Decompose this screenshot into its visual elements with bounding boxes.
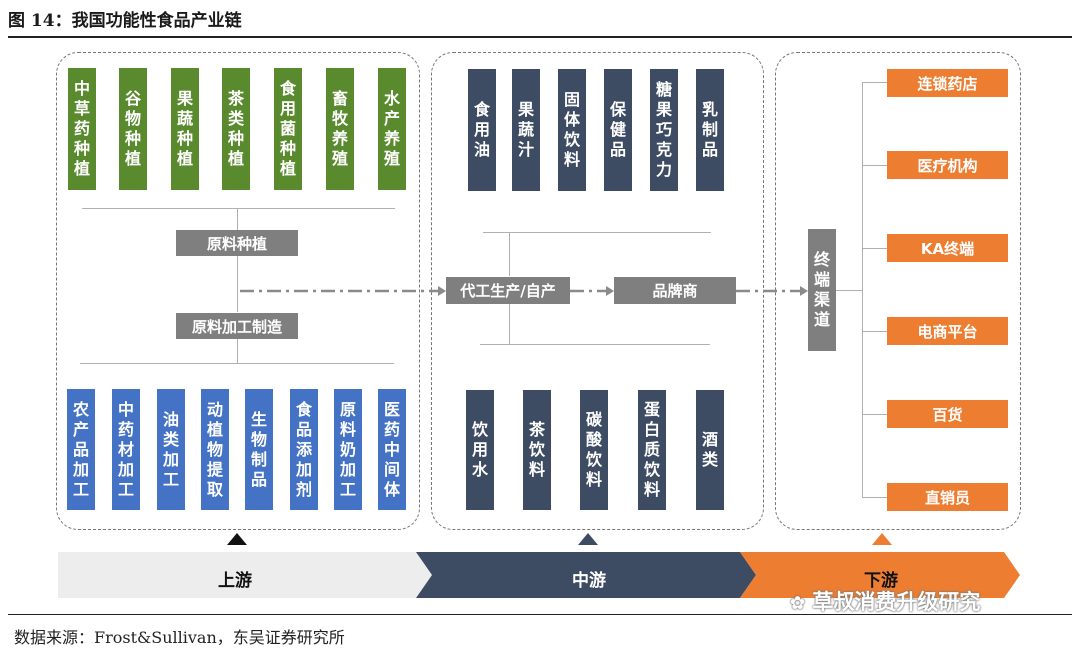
mid-candy-chocolate: 糖果巧克力 [650, 69, 678, 191]
down-branch-1 [862, 82, 887, 83]
mid-carbonated: 碳酸饮料 [580, 390, 608, 510]
planting-aquaculture: 水产养殖 [378, 68, 406, 190]
downstream-marker-icon [872, 533, 892, 545]
mid-edible-oil: 食用油 [468, 69, 496, 191]
channel-department: 百货 [887, 400, 1008, 428]
processing-extract: 动植物提取 [201, 389, 229, 510]
planting-hub: 原料种植 [176, 230, 298, 256]
processing-agri: 农产品加工 [67, 389, 95, 510]
top-rule [8, 36, 1072, 38]
planting-herbs: 中草药种植 [68, 68, 96, 190]
brand-owner: 品牌商 [614, 277, 736, 304]
mid-bot-bus [480, 344, 710, 345]
processing-bio: 生物制品 [245, 389, 273, 510]
mid-bot-stem [509, 304, 510, 344]
wechat-icon: ✿ [790, 593, 806, 614]
band-upstream: 上游 [218, 571, 252, 591]
down-trunk [862, 82, 863, 497]
mid-tea-drink: 茶饮料 [523, 390, 551, 510]
up-bot-bus [80, 363, 394, 364]
channel-medical: 医疗机构 [887, 151, 1008, 179]
up-bot-stem [237, 339, 238, 363]
terminal-channel: 终端渠道 [808, 229, 836, 351]
midstream-marker-icon [578, 533, 598, 545]
up-top-bus [82, 208, 395, 209]
processing-additive: 食品添加剂 [290, 389, 318, 510]
processing-hub: 原料加工制造 [176, 313, 298, 339]
down-branch-5 [862, 414, 887, 415]
down-branch-4 [862, 331, 887, 332]
down-branch-6 [862, 497, 887, 498]
watermark: ✿ 草叔消费升级研究 [790, 590, 981, 614]
planting-tea: 茶类种植 [222, 68, 250, 190]
mid-dairy: 乳制品 [696, 69, 724, 191]
planting-fungi: 食用菌种植 [274, 68, 302, 190]
processing-milk: 原料奶加工 [334, 389, 362, 510]
bottom-rule [8, 614, 1072, 615]
processing-tcm: 中药材加工 [112, 389, 140, 510]
channel-ecommerce: 电商平台 [887, 317, 1008, 345]
mid-protein-drink: 蛋白质饮料 [638, 390, 666, 510]
mid-health-supplement: 保健品 [604, 69, 632, 191]
down-branch-2 [862, 165, 887, 166]
down-term-link [836, 290, 862, 291]
processing-oil: 油类加工 [157, 389, 185, 510]
planting-livestock: 畜牧养殖 [326, 68, 354, 190]
up-top-stem [237, 208, 238, 230]
mid-juice: 果蔬汁 [512, 69, 540, 191]
oem-production: 代工生产/自产 [446, 277, 570, 304]
channel-direct-sales: 直销员 [887, 483, 1008, 511]
channel-pharmacy: 连锁药店 [887, 69, 1008, 97]
mid-liquor: 酒类 [696, 390, 724, 510]
channel-ka: KA终端 [887, 234, 1008, 262]
down-branch-3 [862, 248, 887, 249]
figure-title: 图 14：我国功能性食品产业链 [8, 11, 242, 31]
mid-top-stem [509, 232, 510, 276]
planting-grain: 谷物种植 [119, 68, 147, 190]
planting-fruit-veg: 果蔬种植 [171, 68, 199, 190]
up-mid-stem [237, 256, 238, 312]
source-note: 数据来源：Frost&Sullivan，东吴证券研究所 [14, 628, 345, 647]
upstream-marker-icon [227, 533, 247, 545]
mid-top-bus [483, 232, 711, 233]
band-downstream: 下游 [864, 571, 898, 591]
band-midstream: 中游 [572, 571, 606, 591]
processing-pharma: 医药中间体 [378, 389, 406, 510]
mid-water: 饮用水 [466, 390, 494, 510]
mid-solid-drink: 固体饮料 [558, 69, 586, 191]
